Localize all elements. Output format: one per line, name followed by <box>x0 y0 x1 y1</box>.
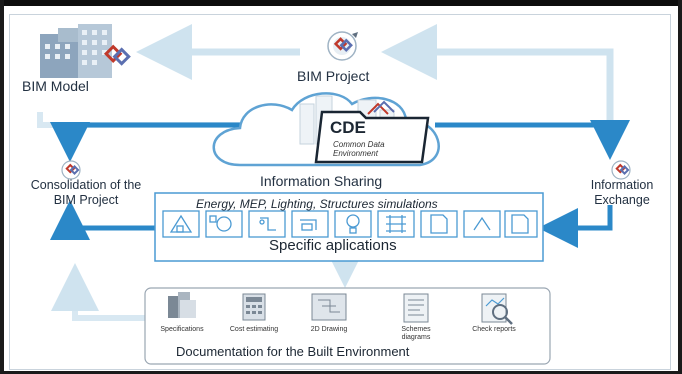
specifications-icon <box>168 292 196 318</box>
application-icons <box>162 210 458 238</box>
cde-subtitle: Common Data Environment <box>333 140 385 158</box>
bim-project-logo-icon <box>327 31 358 61</box>
drawing-2d-icon <box>311 293 347 321</box>
information-sharing-label: Information Sharing <box>260 173 383 189</box>
doc-item-2d-drawing-label: 2D Drawing <box>310 326 348 333</box>
bottom-frame-bar <box>0 371 682 374</box>
structures-icon <box>377 210 415 238</box>
bim-project-label: BIM Project <box>297 68 370 84</box>
mep-icon <box>205 210 243 238</box>
doc-item-cost-estimating-label: Cost estimating <box>229 326 279 333</box>
document-icons <box>168 292 513 325</box>
documents-icon <box>420 210 458 238</box>
doc-item-schemes-diagrams-label: Schemes diagrams <box>401 326 431 341</box>
plumbing-icon <box>291 210 329 238</box>
right-frame-bar <box>678 0 682 374</box>
check-reports-icon <box>481 293 513 325</box>
diagram-border <box>9 14 671 370</box>
simulations-label: Energy, MEP, Lighting, Structures simula… <box>196 197 438 211</box>
consolidation-logo-icon <box>61 160 81 180</box>
lighting-icon <box>334 210 372 238</box>
bim-logo-icon <box>103 44 131 66</box>
top-frame-bar <box>0 0 682 6</box>
cde-folder-icon <box>314 100 430 164</box>
energy-icon <box>162 210 200 238</box>
application-icons-extra <box>463 210 538 238</box>
information-exchange-logo-icon <box>611 160 631 180</box>
building-icon <box>40 24 131 78</box>
main-flow-arrows <box>50 120 630 321</box>
electrical-icon <box>248 210 286 238</box>
specific-applications-label: Specific aplications <box>269 237 397 254</box>
doc-item-specifications-label: Specifications <box>160 326 204 333</box>
bim-model-label: BIM Model <box>22 78 89 94</box>
cost-estimating-icon <box>242 293 266 321</box>
cde-title: CDE <box>330 118 366 137</box>
information-exchange-label: Information Exchange <box>590 178 654 207</box>
doc-item-check-reports-label: Check reports <box>472 326 516 333</box>
schemes-diagrams-icon <box>403 293 429 323</box>
consolidation-label: Consolidation of the BIM Project <box>30 178 142 207</box>
documentation-title: Documentation for the Built Environment <box>176 344 410 359</box>
left-frame-bar <box>0 0 4 374</box>
